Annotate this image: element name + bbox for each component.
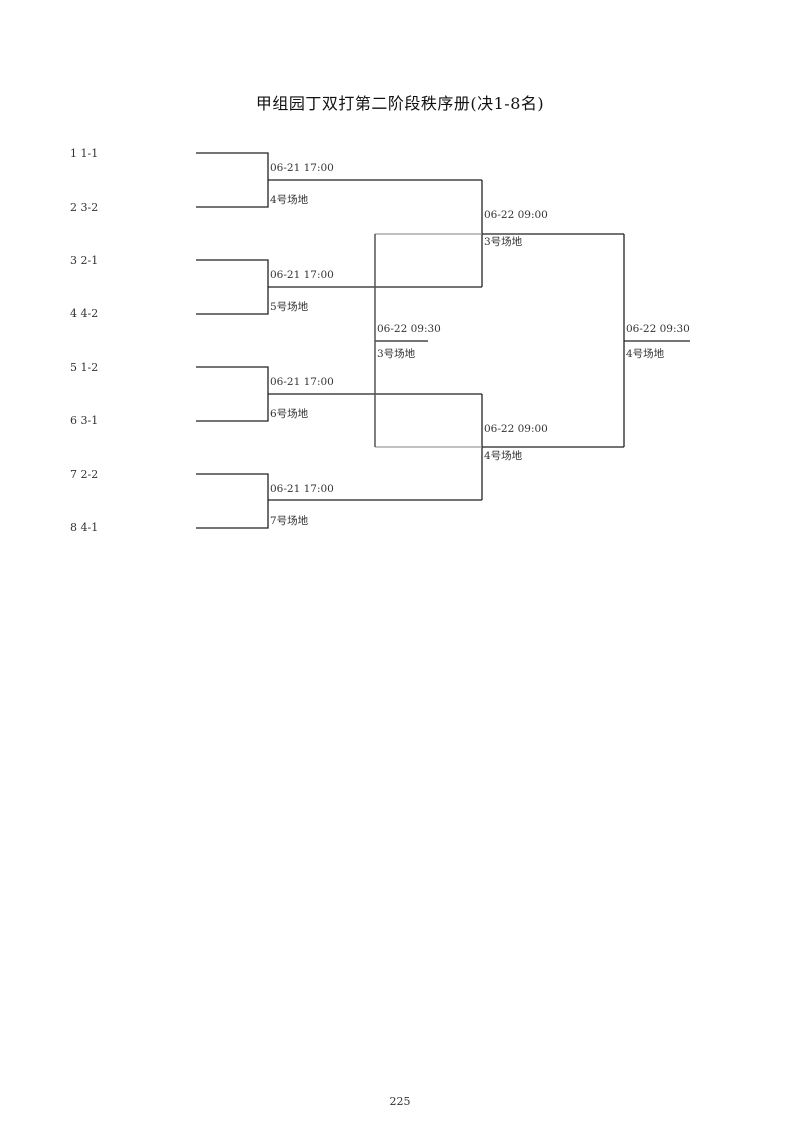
r1-match4-line [196,473,269,529]
seed-entry: 3 2-1 [70,254,98,268]
r1-match4-time: 06-21 17:00 [270,483,334,495]
r1-match1-court: 4号场地 [270,194,309,206]
final-time: 06-22 09:30 [626,323,690,335]
seed-entry: 5 1-2 [70,361,98,375]
final-court: 4号场地 [626,348,665,360]
r1-match2-court: 5号场地 [270,301,309,313]
seed-entry: 8 4-1 [70,521,98,535]
seed-entry: 1 1-1 [70,147,98,161]
seed-entry: 4 4-2 [70,307,98,321]
r1-match1-time: 06-21 17:00 [270,162,334,174]
seed-number: 5 [70,361,77,374]
seed-entry: 6 3-1 [70,414,98,428]
sf2-time: 06-22 09:00 [484,423,548,435]
seed-team: 4-2 [80,307,99,320]
seed-team: 3-1 [80,414,99,427]
seed-team: 1-1 [80,147,99,160]
seed-entry: 7 2-2 [70,468,98,482]
third-place-court: 3号场地 [377,348,416,360]
seed-team: 4-1 [80,521,99,534]
seed-number: 1 [70,147,77,160]
seed-team: 1-2 [80,361,99,374]
seed-team: 3-2 [80,201,99,214]
seed-entry: 2 3-2 [70,201,98,215]
sf1-time: 06-22 09:00 [484,209,548,221]
page-title: 甲组园丁双打第二阶段秩序册(决1-8名) [255,94,545,113]
seed-number: 7 [70,468,77,481]
seed-team: 2-2 [80,468,99,481]
r1-match3-time: 06-21 17:00 [270,376,334,388]
seed-number: 2 [70,201,77,214]
r1-match3-line [196,366,269,422]
sf2-court: 4号场地 [484,450,523,462]
page-number: 225 [389,1095,411,1108]
seed-number: 6 [70,414,77,427]
third-place-time: 06-22 09:30 [377,323,441,335]
sf1-court: 3号场地 [484,236,523,248]
r1-match1-line [196,152,269,208]
r1-match3-court: 6号场地 [270,408,309,420]
seed-number: 8 [70,521,77,534]
r1-match2-time: 06-21 17:00 [270,269,334,281]
r1-match4-court: 7号场地 [270,515,309,527]
seed-number: 3 [70,254,77,267]
seed-team: 2-1 [80,254,99,267]
seed-number: 4 [70,307,77,320]
r1-match2-line [196,259,269,315]
